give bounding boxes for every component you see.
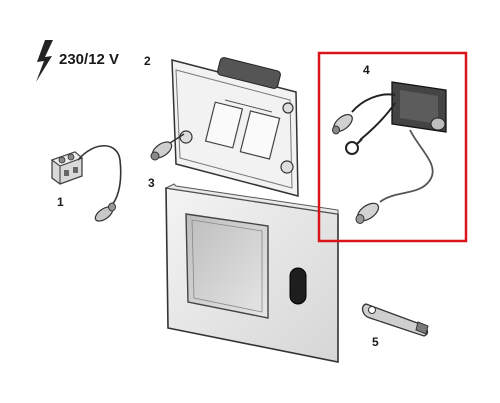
flush-button[interactable]: [185, 213, 269, 319]
part-3-number: 3: [148, 176, 155, 190]
connector-icon: [150, 133, 185, 161]
highlight-box: [317, 51, 468, 243]
part-1-terminal-block[interactable]: [50, 145, 122, 224]
sensor-electronics-icon: [391, 81, 447, 133]
ring-terminal-icon: [345, 138, 363, 155]
voltage-label: 230/12 V: [59, 51, 119, 68]
part-5-key-tool[interactable]: [361, 303, 429, 337]
part-3-cover-plate[interactable]: [164, 183, 339, 363]
sensor-plug-icon: [355, 202, 380, 224]
part-2-number: 2: [144, 54, 151, 68]
part-2-mounting-plate[interactable]: [150, 57, 299, 197]
part-4-number: 4: [363, 63, 370, 77]
key-tool-icon: [361, 303, 429, 337]
part-1-number: 1: [57, 195, 64, 209]
terminal-block-icon: [50, 151, 84, 185]
part-5-number: 5: [372, 335, 379, 349]
part-4-sensor-module[interactable]: [317, 51, 468, 243]
sensor-window-icon: [289, 267, 307, 305]
lightning-bolt-icon: [36, 40, 53, 82]
plug-icon: [94, 202, 116, 222]
plug-icon: [332, 113, 353, 135]
